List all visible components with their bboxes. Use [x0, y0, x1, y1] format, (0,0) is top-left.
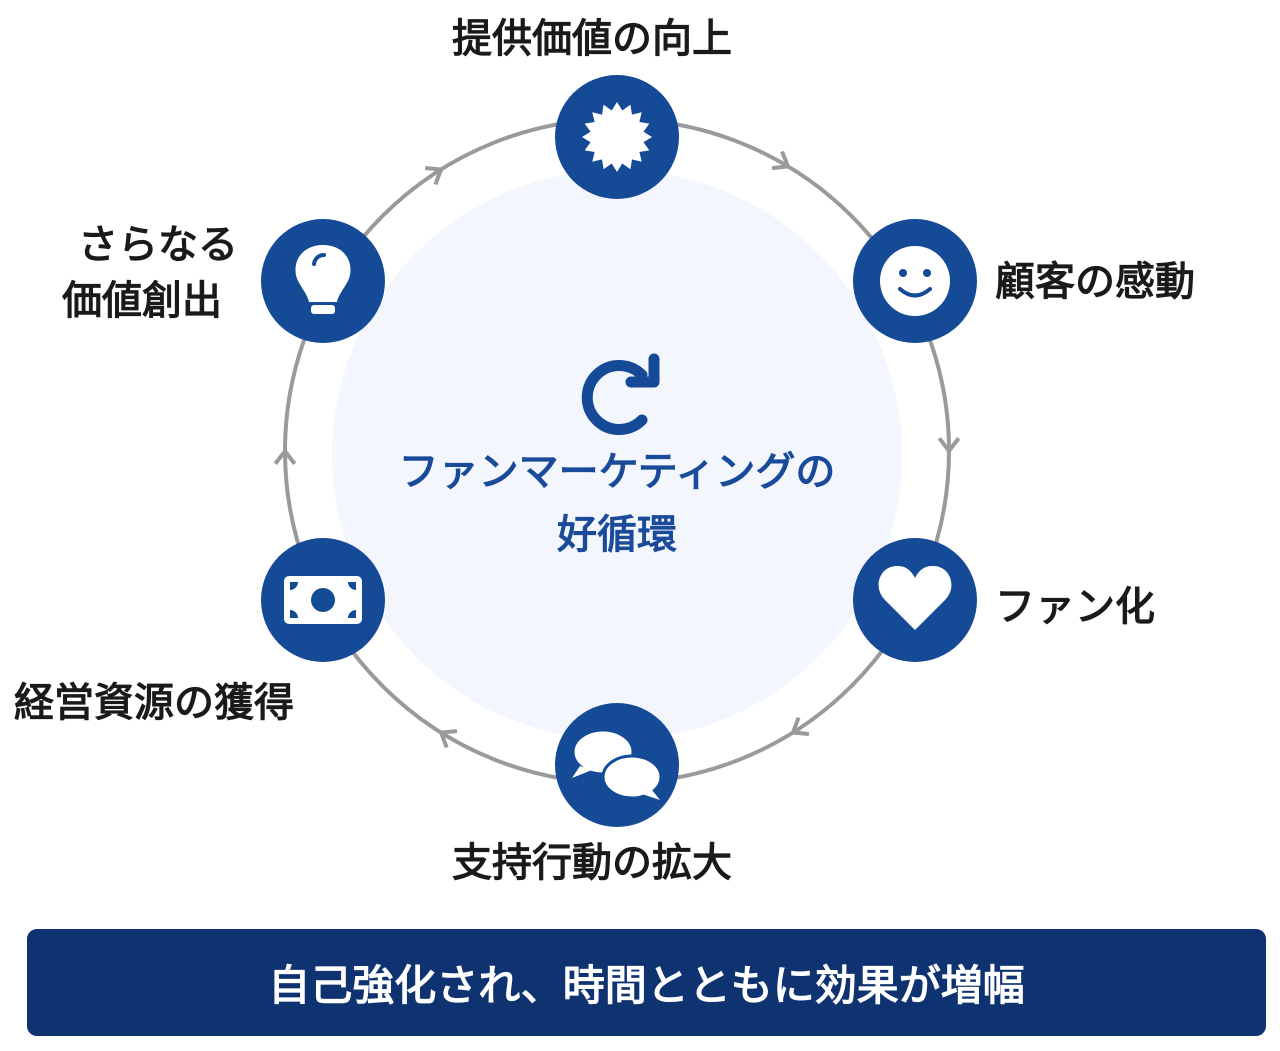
- node-label-further-value-2: 価値創出: [62, 278, 222, 324]
- node-fanization: [853, 538, 977, 662]
- node-customer-delight: [853, 219, 977, 343]
- inner-circle: [332, 170, 902, 740]
- node-further-value: [261, 219, 385, 343]
- node-label-customer-delight: 顧客の感動: [995, 259, 1195, 305]
- node-label-further-value-1: さらなる: [78, 222, 238, 268]
- node-label-fanization: ファン化: [995, 584, 1155, 630]
- badge-icon: [582, 102, 652, 172]
- cycle-arrow-icon: [937, 437, 961, 455]
- refresh-icon: [581, 353, 660, 435]
- node-support-expansion: [555, 703, 679, 827]
- center-title-line1: ファンマーケティングの: [398, 449, 836, 495]
- cycle-arrow-icon: [273, 447, 297, 465]
- chat-bubbles-icon: [571, 728, 663, 800]
- summary-banner: 自己強化され、時間とともに効果が増幅: [27, 929, 1266, 1036]
- cycle-arrow-icon: [438, 729, 458, 749]
- cycle-arrow-icon: [424, 165, 444, 186]
- heart-icon: [878, 565, 952, 630]
- node-label-resource-acquisition: 経営資源の獲得: [14, 680, 294, 726]
- node-value-improvement: [555, 75, 679, 199]
- money-bill-icon: [284, 576, 362, 624]
- summary-banner-text: 自己強化され、時間とともに効果が増幅: [268, 961, 1025, 1010]
- center-title-line2: 好循環: [557, 512, 677, 558]
- lightbulb-icon: [295, 245, 351, 314]
- node-label-support-expansion: 支持行動の拡大: [452, 840, 732, 886]
- cycle-arrow-icon: [790, 716, 810, 737]
- cycle-arrow-icon: [771, 150, 791, 171]
- node-resource-acquisition: [261, 538, 385, 662]
- smiley-icon: [880, 246, 950, 316]
- node-label-value-improvement: 提供価値の向上: [452, 16, 732, 62]
